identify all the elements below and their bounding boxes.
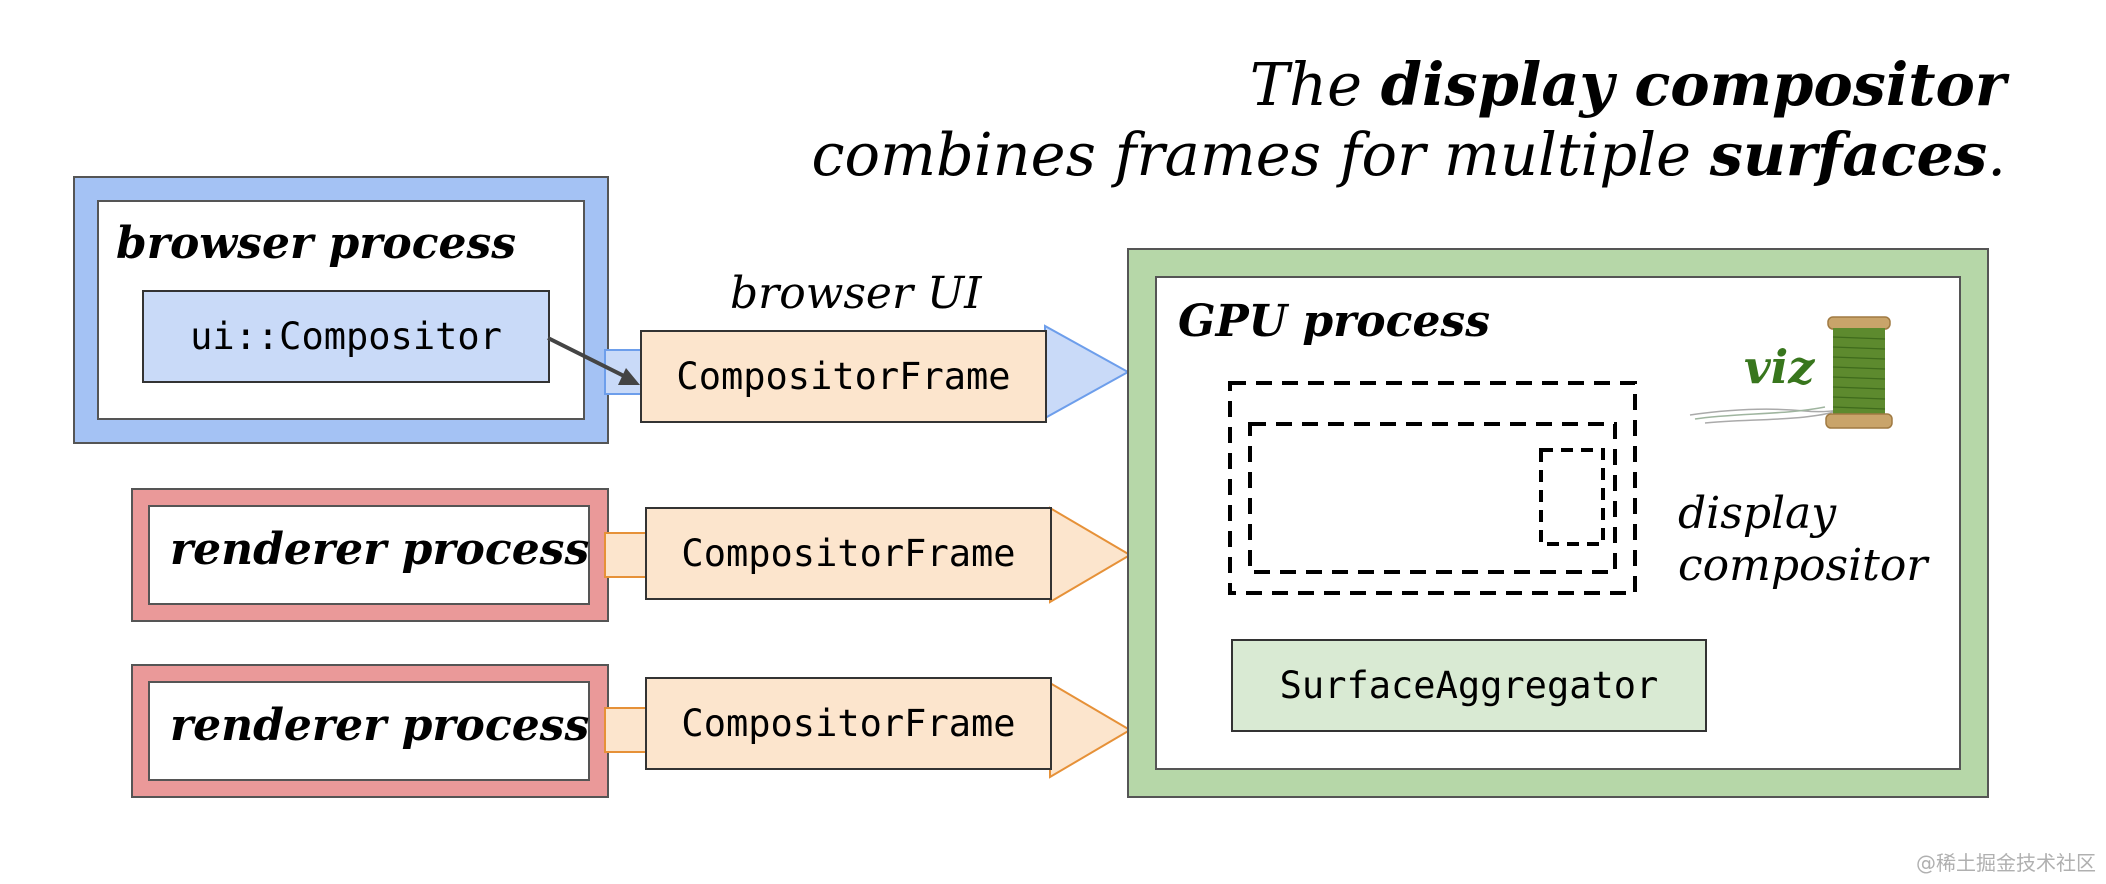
middle-surface-rect	[1248, 422, 1617, 574]
renderer-compositor-frame-2: CompositorFrame	[645, 677, 1052, 770]
browser-compositor-frame: CompositorFrame	[640, 330, 1047, 423]
viz-logo-text: viz	[1744, 340, 1815, 394]
display-compositor-label-line-2: compositor	[1678, 540, 1928, 591]
display-compositor-surfaces-icon	[1228, 381, 1637, 595]
thread-spool-icon	[1689, 316, 1893, 429]
outer-surface-rect	[1228, 381, 1637, 595]
display-compositor-label-line-1: display	[1678, 488, 1837, 539]
renderer-process-label-2: renderer process	[170, 700, 590, 751]
renderer-process-inner-2	[148, 681, 590, 781]
renderer-process-label-1: renderer process	[170, 524, 590, 575]
renderer-compositor-frame-1: CompositorFrame	[645, 507, 1052, 600]
display-compositor-label: display compositor	[1678, 488, 1927, 592]
browser-process-label: browser process	[116, 218, 517, 269]
renderer-process-inner-1	[148, 505, 590, 605]
inner-surface-rect	[1539, 448, 1605, 546]
compositor-to-frame-connector	[547, 336, 640, 385]
ui-compositor-box: ui::Compositor	[142, 290, 550, 383]
gpu-process-label: GPU process	[1178, 296, 1490, 347]
surface-aggregator-box: SurfaceAggregator	[1231, 639, 1707, 732]
diagram-title: The display compositor combines frames f…	[811, 50, 2006, 189]
browser-ui-caption: browser UI	[730, 268, 982, 319]
watermark: @稀土掘金技术社区	[1916, 851, 2096, 875]
